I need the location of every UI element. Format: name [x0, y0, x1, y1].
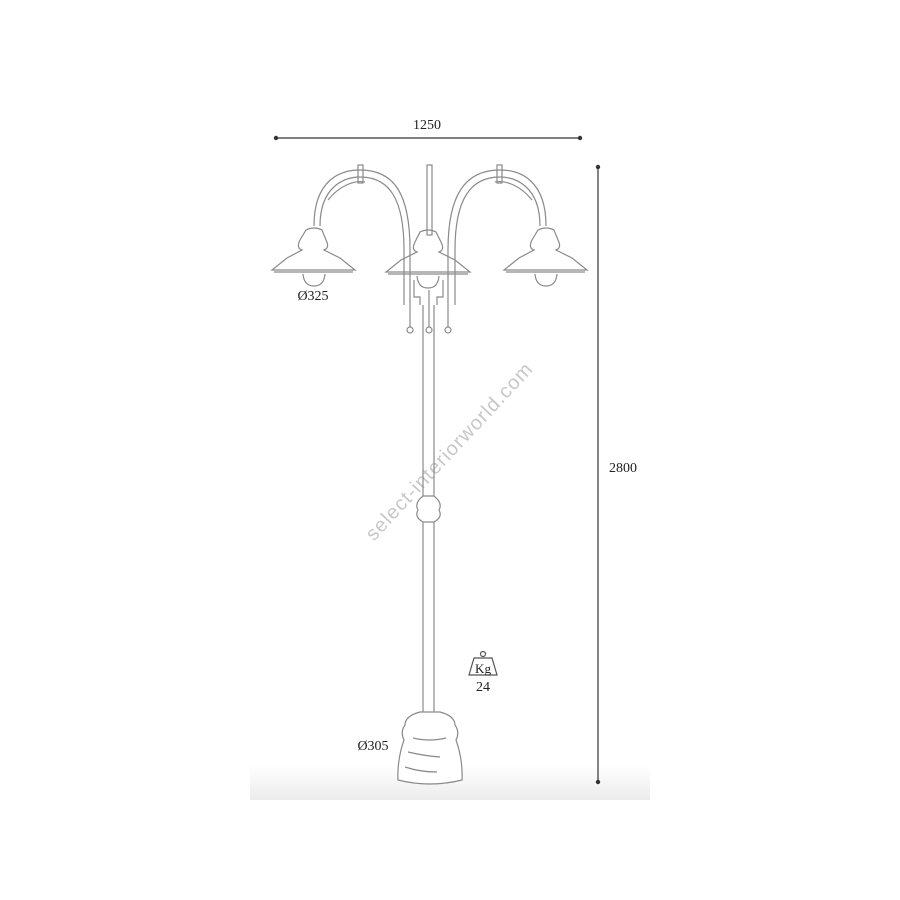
height-dimension-line	[595, 164, 601, 785]
pole-collar	[416, 495, 441, 523]
height-label: 2800	[609, 461, 637, 476]
width-dimension-line	[273, 135, 583, 141]
right-arm	[447, 164, 547, 305]
weight-unit: Kg	[475, 661, 491, 676]
shade-diameter-label: Ø325	[297, 289, 329, 304]
base	[397, 711, 463, 785]
pole	[416, 305, 441, 712]
decorative-pendants	[406, 280, 452, 334]
right-shade	[502, 227, 589, 287]
left-arm	[313, 164, 411, 305]
weight-icon	[468, 650, 498, 676]
width-label: 1250	[413, 118, 441, 133]
center-shade	[384, 229, 472, 289]
base-diameter-label: Ø305	[357, 739, 389, 754]
weight-value: 24	[476, 680, 490, 695]
left-shade	[270, 227, 357, 287]
top-finial-rod	[426, 164, 433, 236]
